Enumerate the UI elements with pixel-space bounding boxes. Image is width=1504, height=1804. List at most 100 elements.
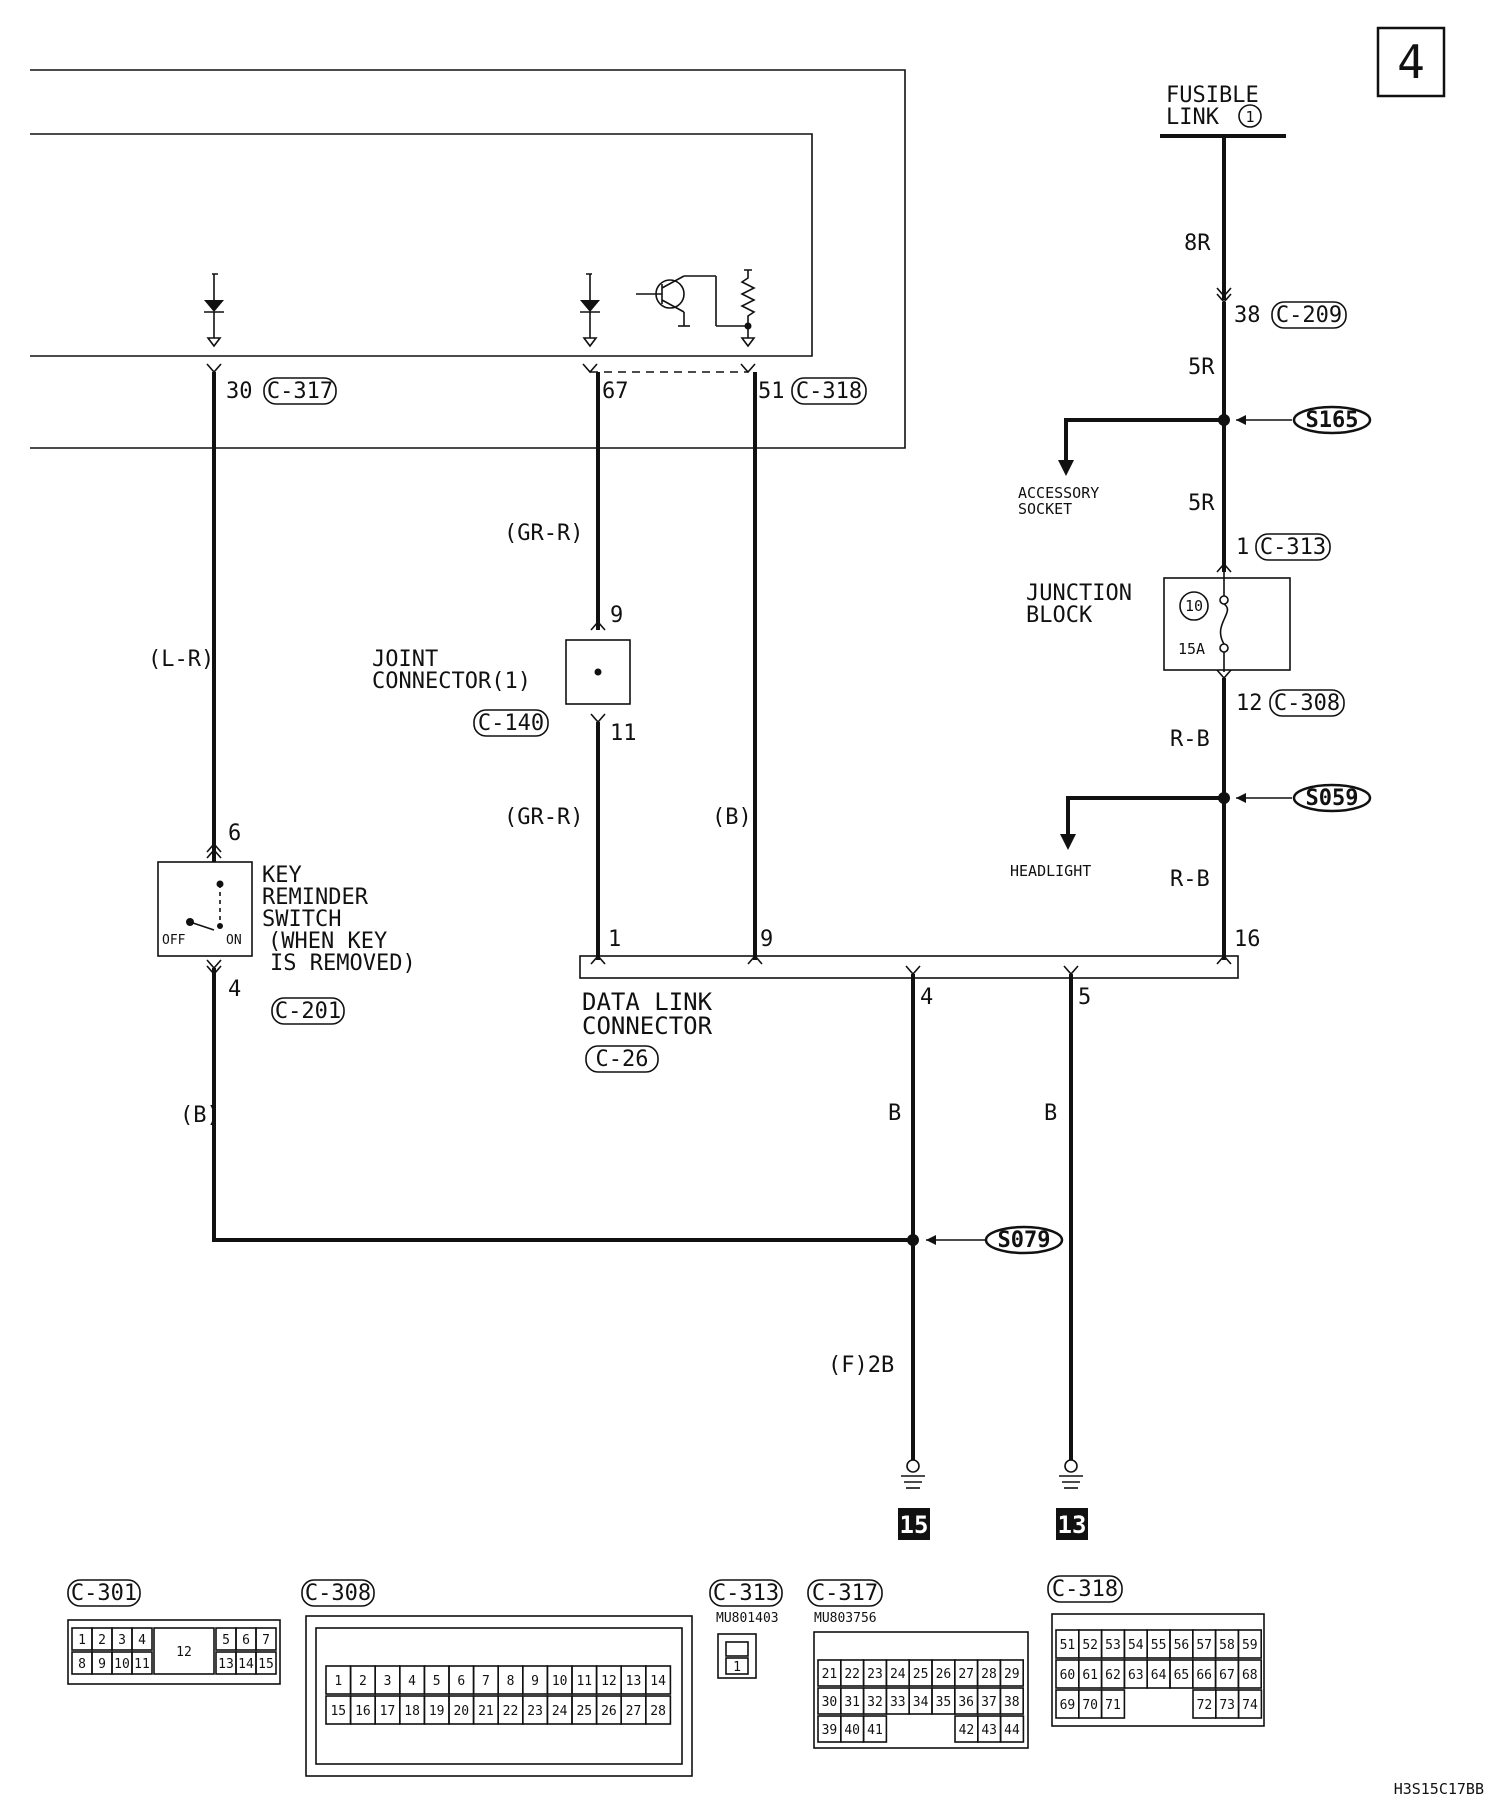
c317-pin-25: 25 (913, 1667, 929, 1682)
c308-pin-14-cell (644, 1665, 672, 1695)
c301-pin-15-cell (255, 1651, 277, 1675)
splice-s059-arrowhead (1236, 793, 1246, 803)
pin-9-marker (590, 620, 606, 631)
c308-pin-28: 28 (650, 1704, 666, 1719)
c308-pin-19: 19 (429, 1704, 445, 1719)
c301-pin-3: 3 (118, 1633, 126, 1648)
joint-connector-line2: CONNECTOR(1) (372, 669, 531, 694)
c318-pin-65: 65 (1174, 1668, 1190, 1683)
c313-pin-1: 1 (733, 1660, 741, 1675)
c318-pin-68: 68 (1242, 1668, 1258, 1683)
wire-label-gr-r-2: (GR-R) (504, 805, 583, 830)
c318-pin-62: 62 (1105, 1668, 1121, 1683)
pin-6-marker (206, 842, 222, 859)
part-number-c317: MU803756 (814, 1611, 877, 1626)
c308-pin-28-cell (644, 1695, 672, 1725)
face-c317-label: C-317 (812, 1581, 878, 1606)
connector-tag-c318 (791, 377, 867, 405)
dlc-pin-4: 4 (920, 985, 933, 1010)
connector-tag-c308 (1269, 689, 1345, 717)
c317-pin-33: 33 (890, 1695, 906, 1710)
splice-s165-tag (1292, 405, 1372, 435)
ecu-internal-transistor (636, 269, 756, 348)
ecu-pin-markers (206, 363, 756, 374)
c317-pin-27: 27 (958, 1667, 974, 1682)
c308-pin-4: 4 (408, 1674, 416, 1689)
c317-pin-21: 21 (822, 1667, 838, 1682)
wire-label-b-pin5: B (1044, 1101, 1057, 1126)
splice-s165-arrowhead (1236, 415, 1246, 425)
pin-30: 30 (226, 379, 253, 404)
headlight-label: HEADLIGHT (1010, 862, 1091, 880)
c318-pin-61: 61 (1082, 1668, 1098, 1683)
pin-6: 6 (228, 821, 241, 846)
ground-symbol-13: 13 (1056, 1459, 1088, 1540)
c301-pin-2: 2 (98, 1633, 106, 1648)
ecu-internal-diode-30 (204, 273, 224, 348)
c308-pin-20: 20 (453, 1704, 469, 1719)
c308-pin-11: 11 (576, 1674, 592, 1689)
c301-pin-6: 6 (242, 1633, 250, 1648)
connector-c209-label: C-209 (1276, 303, 1342, 328)
pin-1-c313-marker (1216, 562, 1232, 573)
figure-code: H3S15C17BB (1394, 1780, 1484, 1798)
c317-pin-22: 22 (844, 1667, 860, 1682)
pin-9: 9 (610, 603, 623, 628)
c317-pin-37: 37 (981, 1695, 997, 1710)
connector-c317-label: C-317 (267, 379, 333, 404)
c318-pin-67: 67 (1219, 1668, 1235, 1683)
part-number-c313: MU801403 (716, 1611, 779, 1626)
dlc-line1: DATA LINK (582, 988, 713, 1016)
c318-pin-53: 53 (1105, 1638, 1121, 1653)
c317-pin-26: 26 (936, 1667, 952, 1682)
c318-pin-71: 71 (1105, 1698, 1121, 1713)
c313-pin-1-cell (725, 1657, 749, 1675)
c308-pin-16: 16 (355, 1704, 371, 1719)
c308-pin-27: 27 (626, 1704, 642, 1719)
c317-pin-38: 38 (1004, 1695, 1020, 1710)
c308-pin-1: 1 (334, 1674, 342, 1689)
c317-pin-41-cell (862, 1715, 888, 1743)
c318-pin-66: 66 (1196, 1668, 1212, 1683)
fusible-link-line1: FUSIBLE (1166, 83, 1259, 108)
ground-15-label: 15 (900, 1511, 929, 1539)
c317-pin-36: 36 (958, 1695, 974, 1710)
c308-pin-7: 7 (482, 1674, 490, 1689)
c301-pin-7-cell (255, 1627, 277, 1651)
c308-pin-15: 15 (330, 1704, 346, 1719)
ecu-internal-diode-67 (580, 273, 600, 348)
c318-pin-63: 63 (1128, 1668, 1144, 1683)
pin-11-marker (590, 713, 606, 724)
c308-pin-12: 12 (601, 1674, 617, 1689)
c308-pin-3: 3 (384, 1674, 392, 1689)
page-number: 4 (1397, 35, 1425, 89)
c308-pin-10: 10 (552, 1674, 568, 1689)
connector-tag-c313 (1255, 533, 1331, 561)
key-switch-line3: SWITCH (262, 907, 341, 932)
c318-pin-59: 59 (1242, 1638, 1258, 1653)
c301-pin-11: 11 (134, 1657, 150, 1672)
c317-pin-23: 23 (867, 1667, 883, 1682)
wire-label-5r-b: 5R (1188, 491, 1215, 516)
face-tag-c318 (1047, 1575, 1123, 1603)
c308-pin-23: 23 (527, 1704, 543, 1719)
c308-pin-2: 2 (359, 1674, 367, 1689)
c301-pin-1: 1 (78, 1633, 86, 1648)
c301-pin-12: 12 (176, 1645, 192, 1660)
c318-pin-73: 73 (1219, 1698, 1235, 1713)
wire-label-8r: 8R (1184, 231, 1211, 256)
c318-pin-55: 55 (1151, 1638, 1167, 1653)
c317-pin-30: 30 (822, 1695, 838, 1710)
key-reminder-switch: OFF ON (157, 861, 253, 957)
splice-s059-label: S059 (1306, 786, 1359, 811)
wire-label-b-pin4: B (888, 1101, 901, 1126)
c317-pin-44: 44 (1004, 1723, 1020, 1738)
c301-pin-11-cell (131, 1651, 153, 1675)
c317-pin-29-cell (999, 1659, 1025, 1687)
dlc-pin-1: 1 (608, 927, 621, 952)
connector-tag-c201 (271, 997, 345, 1025)
face-c318-label: C-318 (1052, 1577, 1118, 1602)
c318-pin-51: 51 (1060, 1638, 1076, 1653)
junction-block-line2: BLOCK (1026, 603, 1093, 628)
